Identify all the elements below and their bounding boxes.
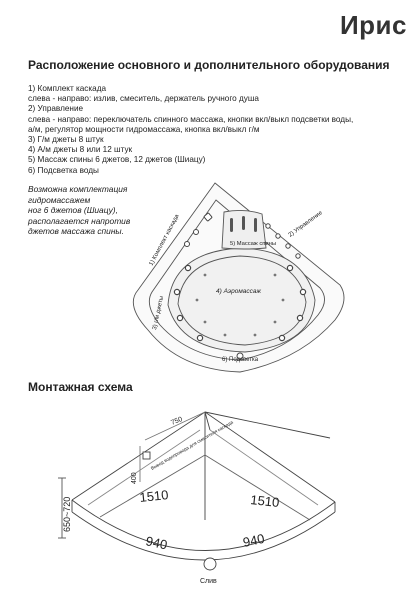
hydro-jet xyxy=(176,314,184,322)
product-title: Ирис xyxy=(339,10,407,40)
light-icon xyxy=(236,352,244,360)
air-jet xyxy=(253,333,257,337)
tub-bottom-curve xyxy=(71,511,336,561)
list-item: слева - направо: излив, смеситель, держа… xyxy=(28,94,259,104)
list-item: 5) Массаж спины 6 джетов, 12 джетов (Шиа… xyxy=(28,155,206,165)
dim-1510-left-line xyxy=(87,429,201,506)
dim-750: 750 xyxy=(170,416,184,427)
back-jet xyxy=(230,218,233,232)
control-button xyxy=(275,233,281,239)
dim-940-right: 940 xyxy=(242,531,266,550)
tub-basin xyxy=(167,247,316,353)
note-line: ног 6 джетов (Шиацу), xyxy=(28,205,118,216)
configuration-note: Возможна комплектация гидромассажем ног … xyxy=(28,184,178,237)
cascade-note: Вывод водопровода для смесителя каскада xyxy=(150,419,234,471)
air-jet xyxy=(223,333,227,337)
label-light: 6) Подсветка xyxy=(222,357,259,363)
dim-1510-right-line xyxy=(209,429,319,506)
tub-top-outline xyxy=(71,411,336,503)
air-jet xyxy=(203,273,207,277)
hydro-jet xyxy=(286,264,294,272)
tub-basin-inner xyxy=(177,255,307,346)
hydro-jet xyxy=(299,288,307,296)
dim-400: 400 xyxy=(131,472,138,484)
control-button xyxy=(285,243,291,249)
hydro-jet xyxy=(278,334,286,342)
list-item: 3) Г/м джеты 8 штук xyxy=(28,135,104,145)
cascade-spout xyxy=(203,212,213,222)
control-button xyxy=(295,253,301,259)
back-jet xyxy=(254,218,257,232)
drain-icon xyxy=(203,557,217,571)
tub-fixtures xyxy=(184,212,301,360)
hydro-jet xyxy=(173,288,181,296)
wall-right xyxy=(204,411,331,439)
wall-right-b xyxy=(204,411,211,431)
list-item: 2) Управление xyxy=(28,104,84,114)
air-jet xyxy=(273,273,277,277)
list-item: а/м, регулятор мощности гидромассажа, кн… xyxy=(28,124,260,134)
tub-inner-deck xyxy=(148,199,325,361)
label-control: 2) Управление xyxy=(288,210,325,239)
list-item: слева - направо: переключатель спинного … xyxy=(28,114,354,124)
label-back: 5) Массаж спины xyxy=(230,241,276,247)
hydro-jet xyxy=(196,334,204,342)
air-jet xyxy=(195,298,199,302)
height-dim: 650~720 xyxy=(62,497,72,532)
dim-750-line xyxy=(144,411,206,441)
air-jet xyxy=(273,320,277,324)
tub-front-curve xyxy=(71,499,336,551)
drain-label: Слив xyxy=(200,578,217,585)
label-air: 4) Аэромассаж xyxy=(216,288,262,295)
list-item: 1) Комплект каскада xyxy=(28,84,107,93)
air-jet xyxy=(203,320,207,324)
hydro-jet xyxy=(184,264,192,272)
dim-1510-right: 1510 xyxy=(250,492,280,510)
hydro-jet xyxy=(296,314,304,322)
air-jet xyxy=(281,298,285,302)
list-item: 4) А/м джеты 8 или 12 штук xyxy=(28,145,133,155)
section-title-equipment: Расположение основного и дополнительного… xyxy=(28,58,390,72)
section-title-mounting: Монтажная схема xyxy=(28,380,133,394)
air-jets xyxy=(195,273,285,337)
diag-left xyxy=(99,454,206,518)
equipment-list: 1) Комплект каскада слева - направо: изл… xyxy=(28,84,408,176)
cascade-mixer xyxy=(193,229,199,235)
diag-right xyxy=(204,454,311,521)
tub-diagram xyxy=(132,182,345,373)
dim-1510-left: 1510 xyxy=(139,487,169,505)
note-line: джетов массажа спины. xyxy=(28,226,124,237)
back-jets xyxy=(230,216,257,232)
list-item: 6) Подсветка воды xyxy=(28,165,99,175)
mounting-diagram xyxy=(58,411,336,571)
cascade-note-line: Вывод водопровода для смесителя каскада xyxy=(150,419,234,471)
note-line: располагается напротив xyxy=(28,215,131,226)
dim-940-left: 940 xyxy=(144,533,168,552)
note-line: Возможна комплектация гидромассажем xyxy=(28,184,128,205)
control-button xyxy=(265,223,271,229)
back-jet xyxy=(242,216,245,230)
hydro-jets xyxy=(173,264,307,342)
shower-holder xyxy=(184,241,190,247)
cascade-connection xyxy=(142,451,151,460)
